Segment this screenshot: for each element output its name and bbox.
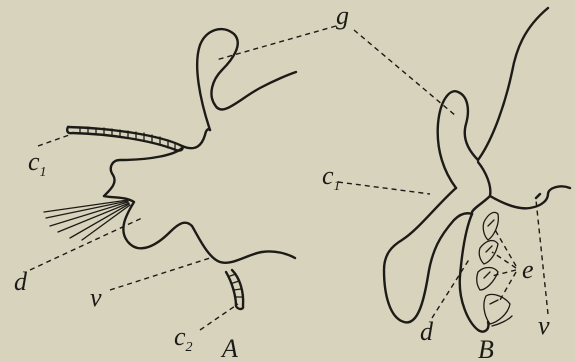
panel-b-body-outline (384, 188, 472, 322)
panel-b-structures-e (477, 212, 512, 326)
panel-b-label-e: e (522, 255, 534, 284)
panel-a-label-v: v (90, 283, 102, 312)
leader-g-b (354, 30, 456, 116)
panel-a-leader-v (110, 258, 210, 290)
panel-a-leader-c1 (38, 134, 72, 146)
panel-b-leader-e3 (492, 270, 516, 276)
panel-b-leader-e2 (492, 252, 516, 268)
panel-b-panel-label: B (478, 335, 494, 362)
panel-b-label-v: v (538, 311, 550, 340)
panel-a-filaments (44, 200, 130, 240)
panel-a-body-outline (68, 127, 295, 263)
panel-b-label-d: d (420, 317, 434, 346)
panel-b-cup-v (490, 186, 570, 208)
panel-b-leader-v (536, 200, 548, 314)
panel-b: c1 d e v B (322, 8, 570, 362)
panel-a-leader-d (30, 218, 142, 270)
panel-b-label-c1: c1 (322, 161, 341, 194)
panel-a-label-c2: c2 (174, 322, 193, 355)
panel-a: c1 d v c2 A (14, 29, 296, 362)
panel-a-label-d: d (14, 267, 28, 296)
panel-b-leader-e4 (500, 272, 516, 300)
panel-a-label-c1: c1 (28, 147, 47, 180)
panel-b-leader-c1 (338, 182, 430, 194)
panel-b-right-stalk (478, 8, 548, 160)
panel-b-inner-edge (472, 162, 491, 214)
panel-a-panel-label: A (220, 334, 238, 362)
panel-a-lobe-g (197, 29, 296, 130)
panel-a-leader-c2 (200, 304, 238, 330)
label-g: g (336, 1, 349, 30)
